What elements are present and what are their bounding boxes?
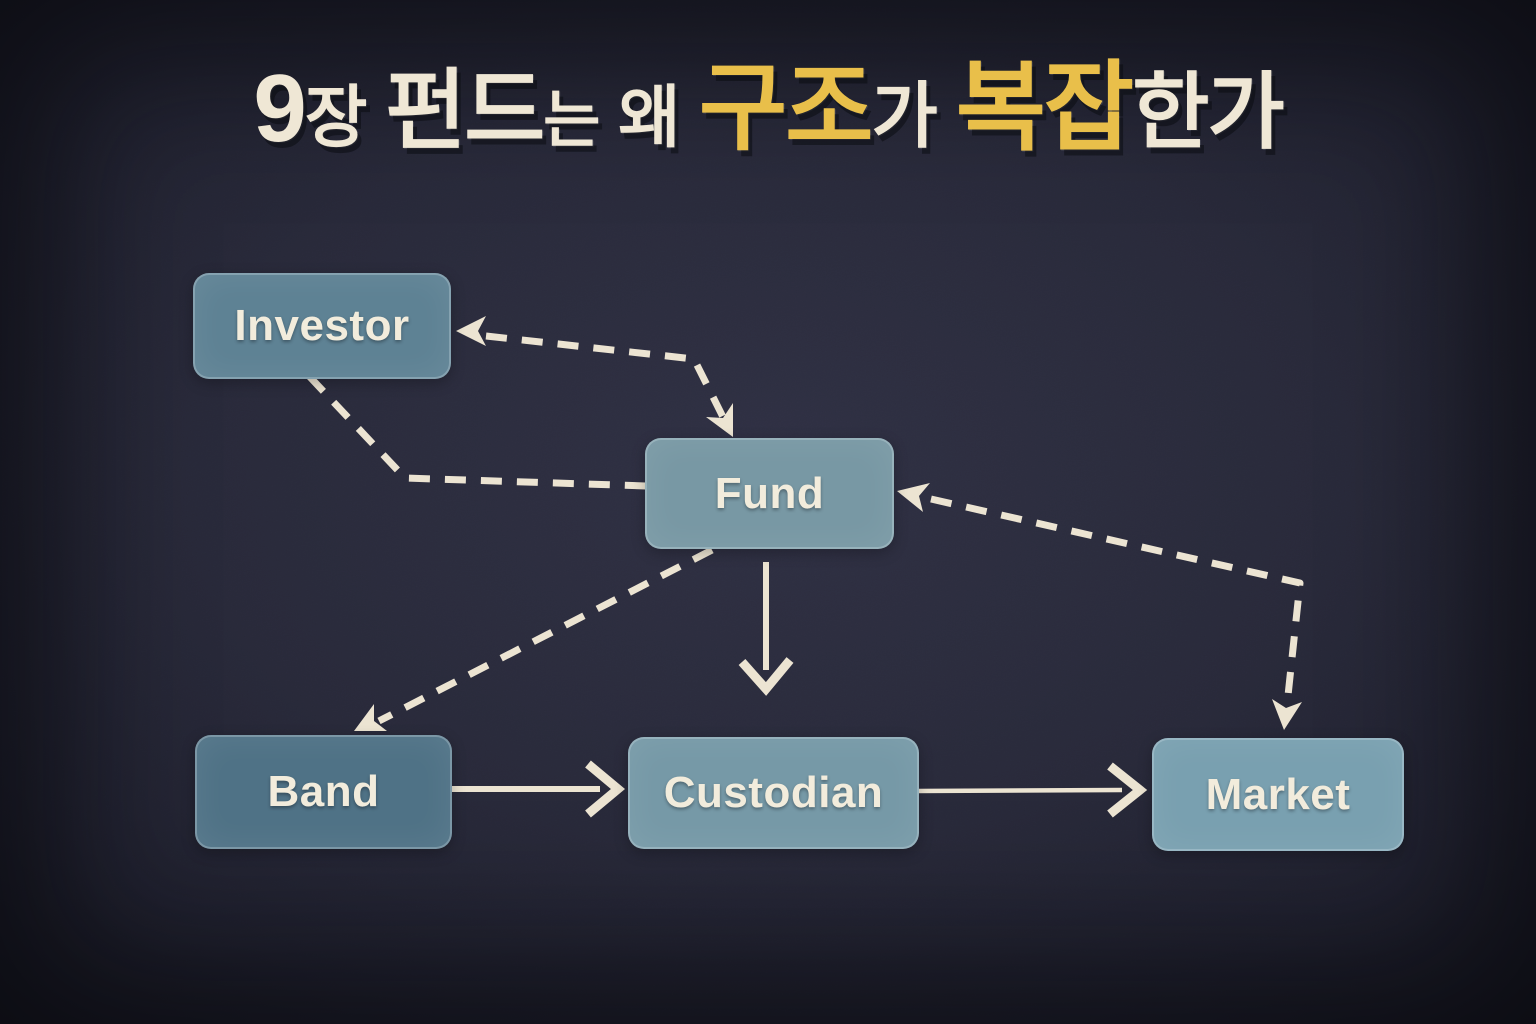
arrowhead-into-market-left [1107,762,1148,818]
arrowhead-into-fund-top [706,403,733,437]
node-custodian: Custodian [628,737,919,849]
arrowhead-into-band [354,704,387,731]
title-segment: 9 [253,55,306,162]
node-market-label: Market [1205,769,1351,819]
node-fund: Fund [645,438,894,549]
arrowhead-into-fund-right [897,483,930,512]
edge-fund-custodian-solid [738,562,794,696]
node-investor: Investor [193,273,451,379]
node-market: Market [1152,738,1404,851]
title-segment-highlight: 복잡 [955,52,1134,162]
edge-fund-market-dashed [897,483,1304,730]
node-fund-label: Fund [714,468,825,518]
slide-title: 9 장 펀드 는 왜 구조 가 복잡 한가 [0,58,1536,157]
title-segment: 한가 [1132,65,1285,159]
edge-band-custodian-solid [448,760,626,818]
title-segment: 장 [304,80,368,156]
arrowhead-into-market [1272,699,1302,730]
edge-investor-fund-dashed [306,373,647,490]
edge-custodian-market-solid [916,762,1148,818]
title-segment: 가 [871,77,937,157]
title-segment-highlight: 구조 [698,55,874,162]
arrowhead-into-custodian-left [585,760,626,818]
edge-fund-band-dashed [354,546,714,731]
arrowhead-into-custodian-top [738,657,794,696]
node-custodian-label: Custodian [663,768,884,817]
arrowhead-into-investor [456,316,486,346]
title-segment: 는 [543,86,600,155]
node-band-label: Band [267,767,380,816]
title-segment: 왜 [618,80,681,156]
node-investor-label: Investor [234,301,410,350]
node-band: Band [195,735,452,849]
title-segment: 펀드 [385,61,545,160]
edge-fund-investor-dashed [456,316,733,437]
